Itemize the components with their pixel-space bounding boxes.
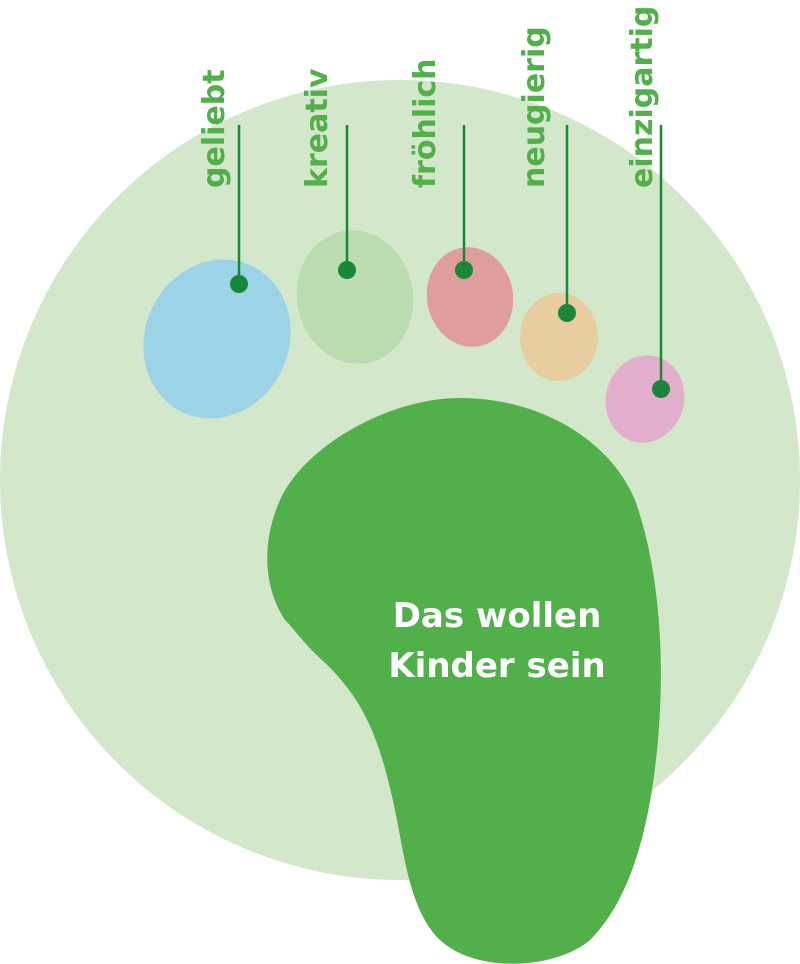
toe-kreativ <box>296 230 414 364</box>
toe-einzigartig <box>605 355 685 443</box>
label-neugierig: neugierig <box>517 26 552 188</box>
toe-geliebt <box>143 259 291 419</box>
label-froehlich: fröhlich <box>408 58 443 188</box>
foot-sole <box>267 398 661 964</box>
label-einzigartig: einzigartig <box>625 6 660 188</box>
label-geliebt: geliebt <box>197 69 232 188</box>
label-kreativ: kreativ <box>300 68 335 188</box>
pointer-lines <box>237 125 663 389</box>
center-text-line-2: Kinder sein <box>388 646 605 686</box>
toe-froehlich <box>426 247 514 347</box>
center-text-line-1: Das wollen <box>393 596 602 636</box>
toe-neugierig <box>520 293 598 381</box>
pointer-dots <box>230 261 670 398</box>
